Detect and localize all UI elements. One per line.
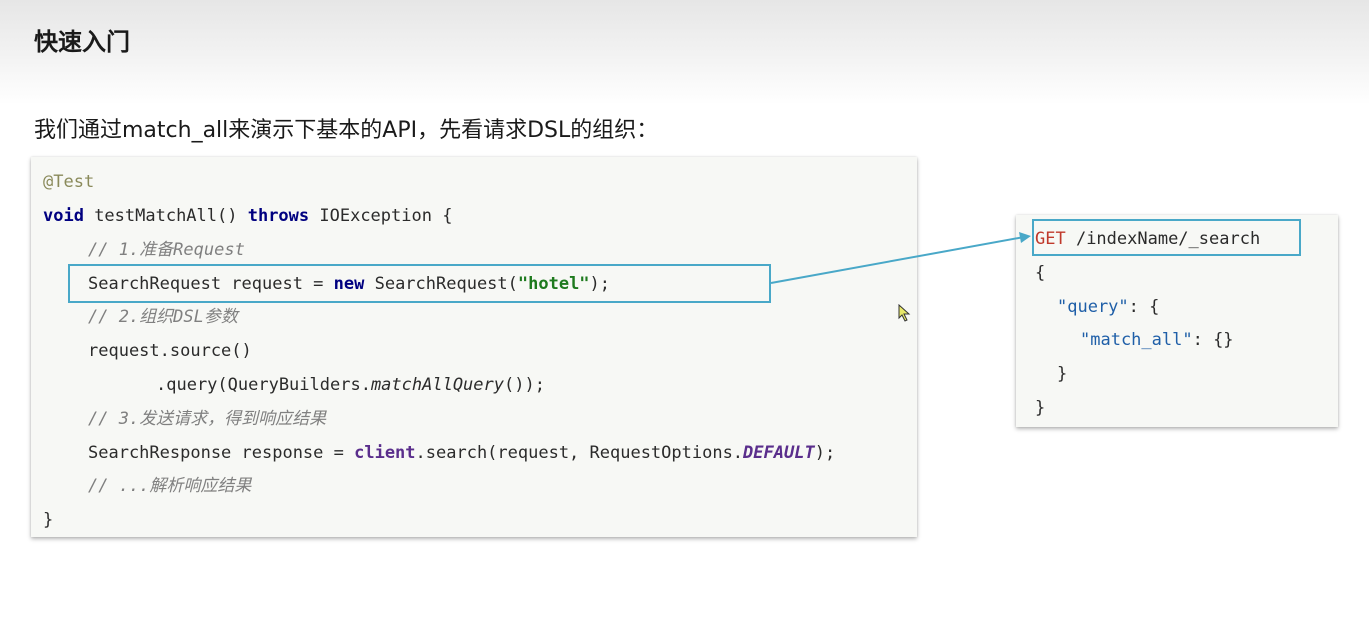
- intro-text: 我们通过match_all来演示下基本的API，先看请求DSL的组织：: [34, 118, 659, 143]
- code-line-query: .query(QueryBuilders.matchAllQuery());: [156, 374, 545, 396]
- code-line-method-signature: void testMatchAll() throws IOException {: [43, 205, 452, 227]
- query-close-brace: }: [1057, 364, 1068, 384]
- search-call: .search(request, RequestOptions.: [415, 443, 744, 463]
- code-line-closing-brace: }: [43, 509, 53, 531]
- throws-keyword: throws: [247, 206, 310, 226]
- dsl-line-open: {: [1035, 262, 1045, 284]
- code-line-request-source: request.source(): [88, 340, 252, 362]
- comment-build-dsl: // 2.组织DSL参数: [88, 307, 238, 327]
- search-response-declaration: SearchResponse response =: [88, 443, 355, 463]
- query-open: : {: [1128, 297, 1160, 317]
- default-constant: DEFAULT: [743, 443, 815, 463]
- page-title: 快速入门: [34, 28, 130, 56]
- query-call: .query(QueryBuilders.: [156, 375, 371, 395]
- code-line-search-response: SearchResponse response = client.search(…: [88, 442, 835, 464]
- comment-send-request: // 3.发送请求，得到响应结果: [88, 409, 327, 429]
- test-annotation: @Test: [43, 172, 95, 192]
- http-method-get: GET: [1035, 229, 1066, 249]
- header-band: [0, 0, 1369, 105]
- code-line-comment-1: // 1.准备Request: [88, 239, 245, 261]
- request-path: /indexName/_search: [1065, 229, 1261, 249]
- method-signature: testMatchAll(): [83, 206, 248, 226]
- search-request-declaration: SearchRequest request =: [88, 274, 334, 294]
- dsl-line-match-all: "match_all": {}: [1080, 329, 1234, 351]
- void-keyword: void: [43, 206, 84, 226]
- comment-parse-response: // ...解析响应结果: [88, 476, 252, 496]
- new-keyword: new: [333, 274, 365, 294]
- dsl-open-brace: {: [1035, 263, 1046, 283]
- match-all-query-method: matchAllQuery: [370, 375, 504, 395]
- match-all-value: : {}: [1192, 330, 1234, 350]
- get-request-highlight-box: [1032, 219, 1301, 256]
- dsl-line-request: GET /indexName/_search: [1035, 228, 1260, 250]
- search-call-end: );: [814, 443, 836, 463]
- dsl-line-close: }: [1035, 397, 1045, 419]
- dsl-request-panel: [1016, 215, 1338, 427]
- comment-prepare-request: // 1.准备Request: [88, 240, 245, 260]
- exception-type: IOException {: [309, 206, 453, 226]
- code-line-comment-3: // 3.发送请求，得到响应结果: [88, 408, 326, 430]
- code-line-search-request: SearchRequest request = new SearchReques…: [88, 273, 610, 295]
- hotel-string: "hotel": [517, 274, 590, 294]
- search-request-highlight-box: [68, 264, 771, 303]
- query-call-end: ());: [504, 375, 545, 395]
- query-key: "query": [1057, 297, 1129, 317]
- search-request-constructor: SearchRequest(: [364, 274, 518, 294]
- code-line-comment-2: // 2.组织DSL参数: [88, 306, 238, 328]
- mouse-cursor-icon: [898, 304, 911, 322]
- client-field: client: [354, 443, 416, 463]
- code-line-annotation: @Test: [43, 171, 94, 193]
- dsl-line-inner-close: }: [1057, 363, 1067, 385]
- java-code-panel: [31, 157, 917, 537]
- dsl-line-query: "query": {: [1057, 296, 1159, 318]
- code-line-comment-4: // ...解析响应结果: [88, 475, 251, 497]
- match-all-key: "match_all": [1080, 330, 1193, 350]
- closing-brace: }: [43, 510, 54, 530]
- dsl-close-brace: }: [1035, 398, 1046, 418]
- request-source-call: request.source(): [88, 341, 252, 361]
- statement-end: );: [589, 274, 611, 294]
